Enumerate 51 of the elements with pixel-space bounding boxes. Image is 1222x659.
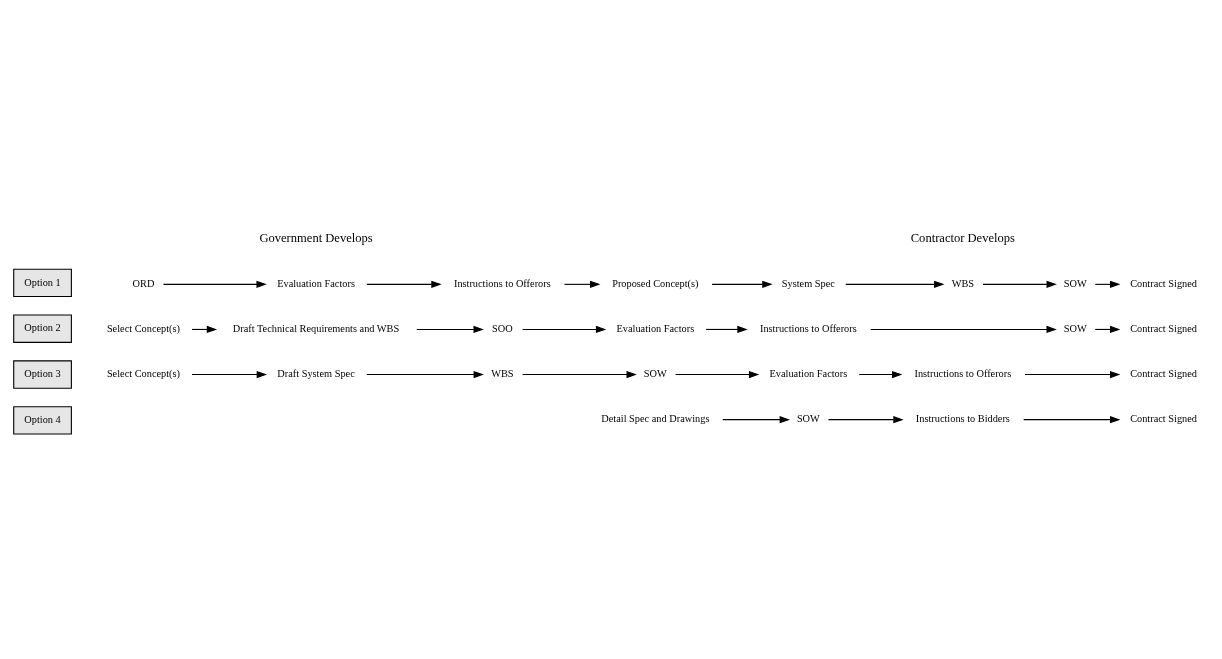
arrow	[711, 280, 773, 288]
arrow	[982, 280, 1057, 288]
node-text: SOW	[796, 412, 820, 424]
node-text: SOO	[492, 322, 513, 334]
node-box: Option 4	[13, 405, 72, 435]
node-box: Option 2	[13, 313, 72, 343]
arrow	[522, 370, 637, 378]
arrow	[845, 280, 945, 288]
node-text: Instructions to Offerors	[759, 322, 857, 334]
arrow	[705, 325, 748, 333]
arrow	[870, 325, 1057, 333]
arrow	[162, 280, 267, 288]
node-box: Option 1	[13, 268, 72, 297]
node-text: Contract Signed	[1130, 277, 1197, 289]
node-text: SOW	[1063, 322, 1087, 334]
node-text: System Spec	[781, 277, 835, 289]
arrow	[1024, 370, 1121, 378]
node-text: Instructions to Offerors	[453, 277, 551, 289]
node-text: Instructions to Bidders	[915, 412, 1010, 424]
arrow	[366, 370, 484, 378]
node-text: Contract Signed	[1130, 367, 1197, 379]
node-text: SOW	[1063, 277, 1087, 289]
node-text: SOW	[643, 367, 667, 379]
arrow	[722, 415, 790, 423]
node-text: Evaluation Factors	[769, 367, 848, 379]
arrow	[522, 325, 607, 333]
node-text: Contract Signed	[1130, 322, 1197, 334]
node-text: Evaluation Factors	[616, 322, 695, 334]
node-text: Contract Signed	[1130, 412, 1197, 424]
arrow	[416, 325, 484, 333]
node-text: Select Concept(s)	[106, 322, 181, 334]
node-box: Option 3	[13, 359, 72, 389]
node-text: Detail Spec and Drawings	[601, 412, 710, 424]
node-text: ORD	[132, 277, 155, 289]
node-text: Draft System Spec	[277, 367, 355, 379]
node-text: Proposed Concept(s)	[612, 277, 699, 289]
label: Government Develops	[259, 230, 373, 245]
arrow	[675, 370, 760, 378]
node-text: Select Concept(s)	[106, 367, 181, 379]
arrow	[563, 280, 601, 288]
arrow	[1023, 415, 1121, 423]
arrow	[858, 370, 903, 378]
node-text: Instructions to Offerors	[914, 367, 1012, 379]
node-text: Draft Technical Requirements and WBS	[232, 322, 400, 334]
node-text: WBS	[491, 367, 514, 379]
node-text: Evaluation Factors	[277, 277, 355, 289]
node-text: WBS	[951, 277, 975, 289]
arrow	[827, 415, 904, 423]
label: Contractor Develops	[910, 230, 1015, 245]
arrow	[191, 370, 268, 378]
arrow	[366, 280, 442, 288]
